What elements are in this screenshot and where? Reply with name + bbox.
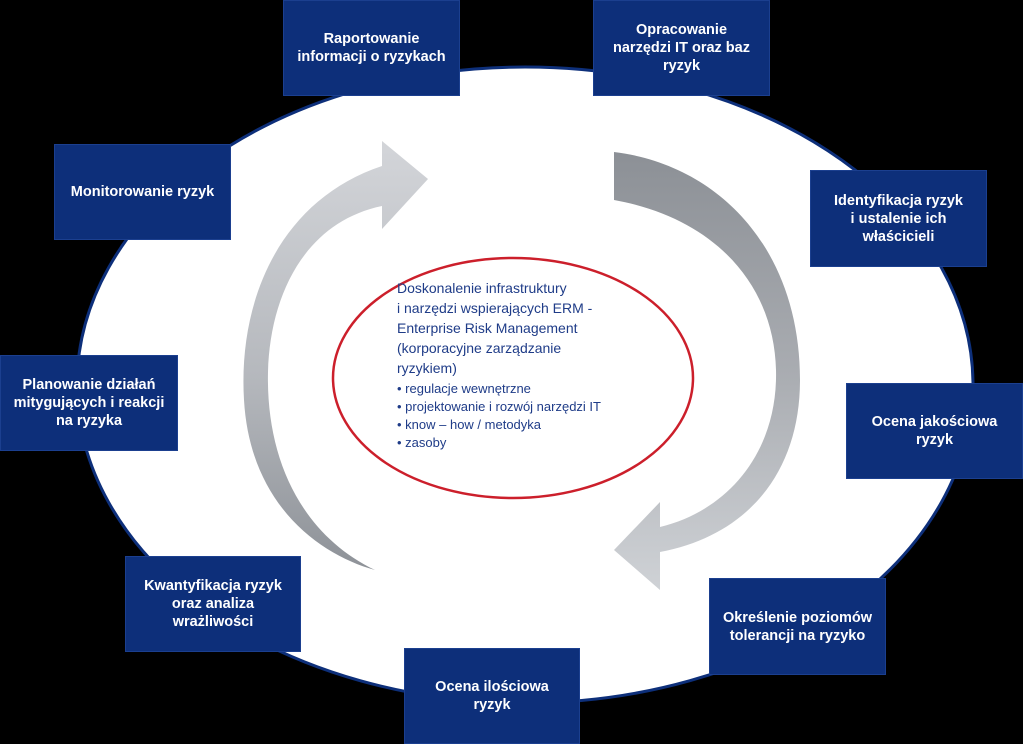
step-raportowanie: Raportowanie informacji o ryzykach [283, 0, 460, 96]
center-bullet-list: regulacje wewnętrzne projektowanie i roz… [397, 380, 637, 452]
center-bullet: know – how / metodyka [405, 416, 637, 434]
step-monitorowanie: Monitorowanie ryzyk [54, 144, 231, 240]
step-okreslenie: Określenie poziomów tolerancji na ryzyko [709, 578, 886, 675]
step-ocena-ilosciowa: Ocena ilościowa ryzyk [404, 648, 580, 744]
step-opracowanie: Opracowanie narzędzi IT oraz baz ryzyk [593, 0, 770, 96]
center-bullet: projektowanie i rozwój narzędzi IT [405, 398, 637, 416]
step-identyfikacja: Identyfikacja ryzyk i ustalenie ich właś… [810, 170, 987, 267]
step-planowanie: Planowanie działań mitygujących i reakcj… [0, 355, 178, 451]
cycle-arrow-right [614, 152, 800, 590]
cycle-arrow-left [243, 141, 428, 570]
step-kwantyfikacja: Kwantyfikacja ryzyk oraz analiza wrażliw… [125, 556, 301, 652]
center-description: Doskonalenie infrastruktury i narzędzi w… [397, 278, 637, 452]
center-bullet: zasoby [405, 434, 637, 452]
center-title: Doskonalenie infrastruktury i narzędzi w… [397, 280, 593, 376]
step-ocena-jakosciowa: Ocena jakościowa ryzyk [846, 383, 1023, 479]
center-bullet: regulacje wewnętrzne [405, 380, 637, 398]
